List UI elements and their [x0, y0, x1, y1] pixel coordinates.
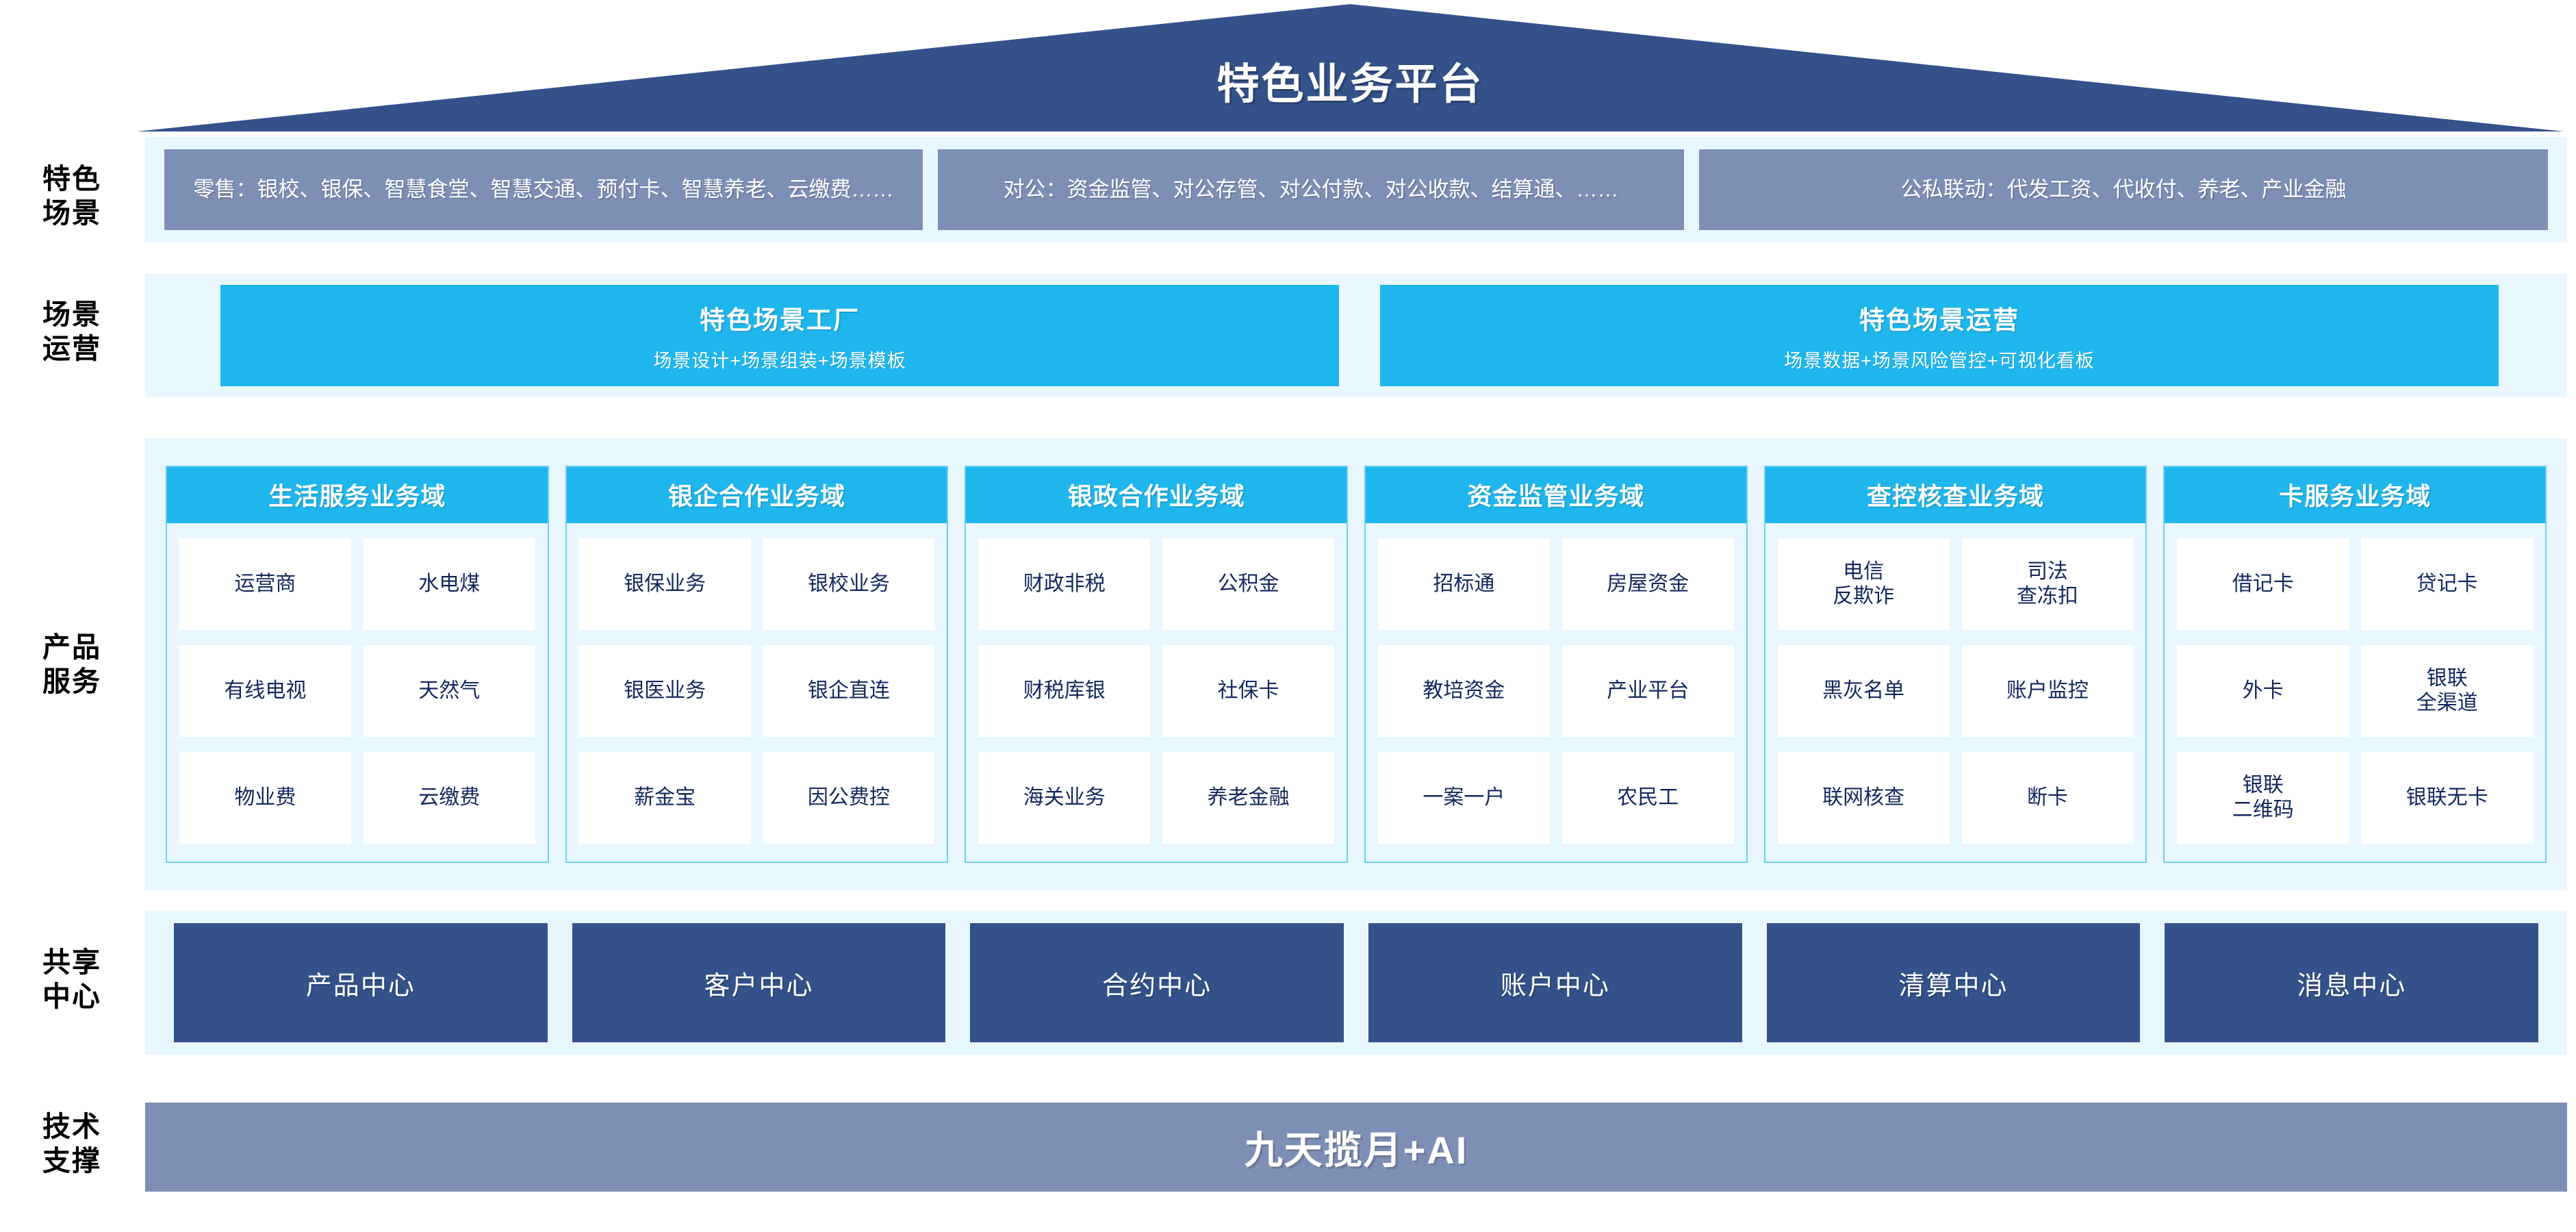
page-title: 特色业务平台 — [1216, 61, 1484, 108]
row-label-product: 产品 服务 — [42, 631, 101, 698]
domain-item-grid: 电信 反欺诈 司法 查冻扣 黑灰名单 账户监控 联网核查 断卡 — [1765, 523, 2146, 862]
domain-fund-supervision[interactable]: 资金监管业务域 招标通 房屋资金 教培资金 产业平台 一案一户 农民工 — [1364, 466, 1748, 863]
operation-subtitle: 场景数据+场景风险管控+可视化看板 — [1784, 350, 2095, 371]
shared-center-customer[interactable]: 客户中心 — [572, 923, 946, 1042]
domain-item[interactable]: 黑灰名单 — [1777, 645, 1950, 737]
operation-subtitle: 场景设计+场景组装+场景模板 — [653, 350, 906, 371]
domain-item[interactable]: 贷记卡 — [2361, 538, 2534, 630]
domain-item-grid: 借记卡 贷记卡 外卡 银联 全渠道 银联 二维码 银联无卡 — [2165, 523, 2545, 862]
domain-item[interactable]: 银联无卡 — [2361, 752, 2534, 844]
scenario-band: 零售：银校、银保、智慧食堂、智慧交通、预付卡、智慧养老、云缴费…… 对公：资金监… — [145, 137, 2567, 242]
domain-item[interactable]: 账户监控 — [1961, 645, 2134, 737]
domain-item[interactable]: 联网核查 — [1777, 752, 1950, 844]
domain-item[interactable]: 产业平台 — [1561, 645, 1734, 737]
scenario-box-linkage[interactable]: 公私联动：代发工资、代收付、养老、产业金融 — [1699, 149, 2548, 230]
operation-box-scene-factory[interactable]: 特色场景工厂 场景设计+场景组装+场景模板 — [220, 285, 1339, 386]
domain-item[interactable]: 社保卡 — [1162, 645, 1335, 737]
platform-roof-banner: 特色业务平台 — [137, 4, 2564, 131]
shared-center-band: 产品中心 客户中心 合约中心 账户中心 清算中心 消息中心 — [145, 911, 2567, 1055]
domain-title: 查控核查业务域 — [1765, 467, 2146, 523]
shared-center-contract[interactable]: 合约中心 — [970, 923, 1344, 1042]
scenario-box-corporate[interactable]: 对公：资金监管、对公存管、对公付款、对公收款、结算通、…… — [938, 149, 1684, 230]
row-label-tech: 技术 支撑 — [42, 1111, 101, 1177]
row-label-shared: 共享 中心 — [42, 946, 101, 1013]
domain-title: 资金监管业务域 — [1366, 467, 1746, 523]
domain-investigation-control[interactable]: 查控核查业务域 电信 反欺诈 司法 查冻扣 黑灰名单 账户监控 联网核查 断卡 — [1763, 466, 2147, 863]
operation-title: 特色场景工厂 — [700, 305, 860, 334]
domain-item[interactable]: 银保业务 — [578, 538, 751, 630]
shared-center-account[interactable]: 账户中心 — [1368, 923, 1742, 1042]
domain-item[interactable]: 因公费控 — [763, 752, 935, 844]
domain-item[interactable]: 借记卡 — [2177, 538, 2349, 630]
domain-item[interactable]: 电信 反欺诈 — [1777, 538, 1950, 630]
domain-item[interactable]: 一案一户 — [1378, 752, 1550, 844]
shared-center-clearing[interactable]: 清算中心 — [1766, 923, 2141, 1042]
product-service-band: 生活服务业务域 运营商 水电煤 有线电视 天然气 物业费 云缴费 银企合作业务域… — [145, 438, 2567, 890]
domain-title: 银政合作业务域 — [966, 467, 1347, 523]
domain-item-grid: 招标通 房屋资金 教培资金 产业平台 一案一户 农民工 — [1366, 523, 1746, 862]
domain-bank-enterprise[interactable]: 银企合作业务域 银保业务 银校业务 银医业务 银企直连 薪金宝 因公费控 — [565, 466, 949, 863]
domain-card-service[interactable]: 卡服务业务域 借记卡 贷记卡 外卡 银联 全渠道 银联 二维码 银联无卡 — [2163, 466, 2547, 863]
domain-item[interactable]: 薪金宝 — [578, 752, 751, 844]
domain-item[interactable]: 财政非税 — [978, 538, 1151, 630]
domain-item[interactable]: 养老金融 — [1162, 752, 1335, 844]
domain-item[interactable]: 银联 全渠道 — [2361, 645, 2534, 737]
domain-life-service[interactable]: 生活服务业务域 运营商 水电煤 有线电视 天然气 物业费 云缴费 — [166, 466, 549, 863]
domain-title: 生活服务业务域 — [167, 467, 548, 523]
domain-item[interactable]: 外卡 — [2177, 645, 2349, 737]
operation-box-scene-operation[interactable]: 特色场景运营 场景数据+场景风险管控+可视化看板 — [1380, 285, 2499, 386]
shared-center-product[interactable]: 产品中心 — [174, 923, 548, 1042]
domain-title: 银企合作业务域 — [566, 467, 947, 523]
domain-item[interactable]: 银医业务 — [578, 645, 751, 737]
domain-item-grid: 财政非税 公积金 财税库银 社保卡 海关业务 养老金融 — [966, 523, 1347, 862]
domain-item[interactable]: 司法 查冻扣 — [1961, 538, 2134, 630]
domain-item[interactable]: 云缴费 — [363, 752, 535, 844]
domain-item[interactable]: 房屋资金 — [1561, 538, 1734, 630]
domain-item[interactable]: 农民工 — [1561, 752, 1734, 844]
domain-title: 卡服务业务域 — [2165, 467, 2546, 523]
domain-item[interactable]: 天然气 — [363, 645, 535, 737]
domain-item[interactable]: 银企直连 — [763, 645, 935, 737]
scenario-box-retail[interactable]: 零售：银校、银保、智慧食堂、智慧交通、预付卡、智慧养老、云缴费…… — [164, 149, 923, 230]
domain-item[interactable]: 教培资金 — [1378, 645, 1550, 737]
tech-support-bar[interactable]: 九天揽月+AI — [145, 1103, 2567, 1192]
domain-item[interactable]: 运营商 — [179, 538, 351, 630]
shared-center-message[interactable]: 消息中心 — [2165, 923, 2539, 1042]
row-label-scenario: 特色 场景 — [42, 163, 101, 229]
domain-item[interactable]: 物业费 — [179, 752, 351, 844]
domain-item[interactable]: 公积金 — [1162, 538, 1335, 630]
domain-item[interactable]: 银联 二维码 — [2177, 752, 2349, 844]
operation-title: 特色场景运营 — [1859, 305, 2019, 334]
row-label-operation: 场景 运营 — [42, 299, 101, 365]
domain-item[interactable]: 银校业务 — [763, 538, 935, 630]
domain-bank-government[interactable]: 银政合作业务域 财政非税 公积金 财税库银 社保卡 海关业务 养老金融 — [965, 466, 1349, 863]
domain-item[interactable]: 有线电视 — [179, 645, 351, 737]
operation-band: 特色场景工厂 场景设计+场景组装+场景模板 特色场景运营 场景数据+场景风险管控… — [145, 274, 2567, 397]
domain-item[interactable]: 水电煤 — [363, 538, 535, 630]
domain-item[interactable]: 海关业务 — [978, 752, 1151, 844]
domain-item[interactable]: 招标通 — [1378, 538, 1550, 630]
domain-item-grid: 银保业务 银校业务 银医业务 银企直连 薪金宝 因公费控 — [567, 523, 947, 862]
domain-item-grid: 运营商 水电煤 有线电视 天然气 物业费 云缴费 — [167, 523, 548, 862]
domain-item[interactable]: 断卡 — [1961, 752, 2134, 844]
domain-item[interactable]: 财税库银 — [978, 645, 1151, 737]
